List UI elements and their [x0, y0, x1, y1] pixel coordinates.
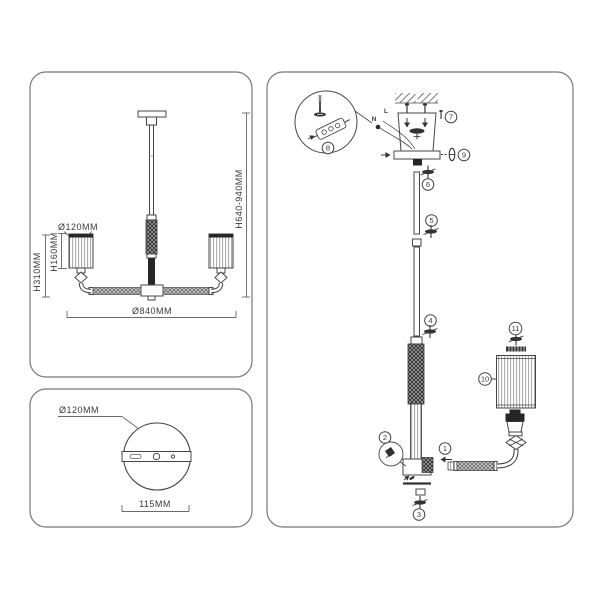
- wire-junction: [375, 124, 381, 130]
- canopy-bar: [121, 451, 192, 462]
- assembly-arm: [456, 461, 495, 471]
- callout-1: 1: [438, 442, 452, 455]
- bracket-washer: [409, 128, 425, 134]
- socket-collar: [508, 431, 523, 437]
- canopy-panel: Ø120MM 115MM: [29, 388, 253, 528]
- dimension-panel-frame: [29, 71, 253, 378]
- svg-text:10: 10: [481, 375, 489, 384]
- socket-cap: [505, 413, 525, 422]
- callout-3: 3: [412, 508, 426, 521]
- stem-collar: [146, 214, 157, 221]
- screw-icon-7: [439, 110, 443, 119]
- shade-right-top-band: [209, 234, 233, 238]
- ornament-right: [214, 271, 228, 284]
- assembly-panel: 8 N L: [266, 71, 574, 528]
- dim-shade-diameter: Ø120MM: [58, 222, 98, 232]
- svg-text:4: 4: [428, 316, 432, 325]
- screwdriver-icon: [318, 95, 322, 114]
- svg-text:1: 1: [443, 444, 447, 453]
- canopy-small-hole: [170, 454, 176, 459]
- svg-text:6: 6: [426, 180, 430, 189]
- arm-thread-tip: [447, 461, 455, 471]
- svg-text:7: 7: [449, 113, 453, 122]
- shade-right: [208, 233, 234, 269]
- shade-left: [68, 233, 94, 269]
- svg-text:8: 8: [326, 144, 330, 153]
- dim-shade-height: H160MM: [49, 232, 59, 272]
- svg-text:9: 9: [462, 151, 466, 160]
- dim-mount-spacing: 115MM: [139, 499, 171, 509]
- screw-detail-bubble: [378, 441, 407, 467]
- lamp-subassembly: 10 11: [478, 321, 536, 469]
- ceiling-mount-group: N L 7 9: [372, 93, 471, 166]
- callout-11: 11: [508, 321, 523, 336]
- knurl-column: [407, 343, 425, 405]
- stem-rod: [149, 124, 154, 216]
- shade-left-top-band: [69, 234, 93, 238]
- svg-text:5: 5: [429, 216, 433, 225]
- hub-nub: [147, 295, 156, 301]
- canopy-bottom-view: [121, 422, 192, 491]
- wire-label-neutral: N: [372, 116, 377, 123]
- center-rod-dark: [148, 258, 155, 286]
- side-screw-icon: [448, 147, 456, 162]
- knurl-section: [145, 219, 158, 255]
- canopy-center-hole: [152, 452, 161, 461]
- arm-sleeve-b: [493, 461, 498, 471]
- ceiling-plate: [137, 110, 167, 118]
- center-hub: [140, 284, 164, 297]
- terminal-block-icon: [311, 117, 351, 140]
- shade-ring-icon: [506, 346, 526, 352]
- hub-group: 2 1 3: [378, 431, 498, 521]
- stem-collar-2: [146, 253, 157, 259]
- callout-9: 9: [457, 148, 471, 162]
- wiring-detail-bubble: 8: [294, 90, 373, 155]
- socket-cup: [506, 421, 524, 433]
- callout-10: 10: [478, 372, 492, 386]
- dim-overall-width: Ø840MM: [132, 306, 172, 316]
- rod-upper: [413, 171, 420, 235]
- dim-overall-height: H640-940MM: [234, 169, 244, 229]
- rod-group: 6 5 4: [407, 164, 440, 460]
- dim-canopy-diameter: Ø120MM: [59, 405, 99, 415]
- dimension-panel: Ø120MM H160MM H310MM H640-940MM Ø840MM: [29, 71, 253, 378]
- callout-2: 2: [378, 431, 392, 444]
- dim-arm-drop-height: H310MM: [32, 252, 42, 292]
- chandelier-front-drawing: [68, 110, 234, 301]
- hub-screw: [409, 476, 415, 480]
- rod-connector: [412, 238, 422, 247]
- ornament-left: [74, 271, 88, 284]
- rod-lower: [413, 246, 420, 337]
- arm-right: [162, 287, 210, 295]
- svg-text:11: 11: [512, 324, 520, 333]
- callout-4: 4: [424, 314, 437, 327]
- canopy-slot: [129, 453, 142, 460]
- arm-sleeve-a: [453, 461, 458, 471]
- socket-cap-top: [509, 409, 521, 414]
- finial-base: [415, 488, 426, 496]
- fluted-column: [410, 403, 422, 460]
- svg-text:2: 2: [383, 433, 387, 442]
- arm-left: [92, 287, 142, 295]
- dimension-annotations: Ø120MM H160MM H310MM H640-940MM Ø840MM: [32, 112, 250, 318]
- canopy-nut: [413, 159, 422, 166]
- canopy-plate: [393, 150, 441, 160]
- rod-end-cap: [410, 336, 423, 345]
- arm-coupling: [421, 457, 434, 473]
- callout-8: 8: [321, 141, 335, 155]
- callout-7: 7: [444, 110, 458, 124]
- callout-6: 6: [421, 178, 435, 191]
- svg-text:3: 3: [417, 510, 421, 519]
- assembly-shade: [496, 355, 536, 409]
- callout-5: 5: [425, 214, 438, 227]
- wire-label-live: L: [384, 108, 388, 115]
- stem-stub: [146, 116, 157, 126]
